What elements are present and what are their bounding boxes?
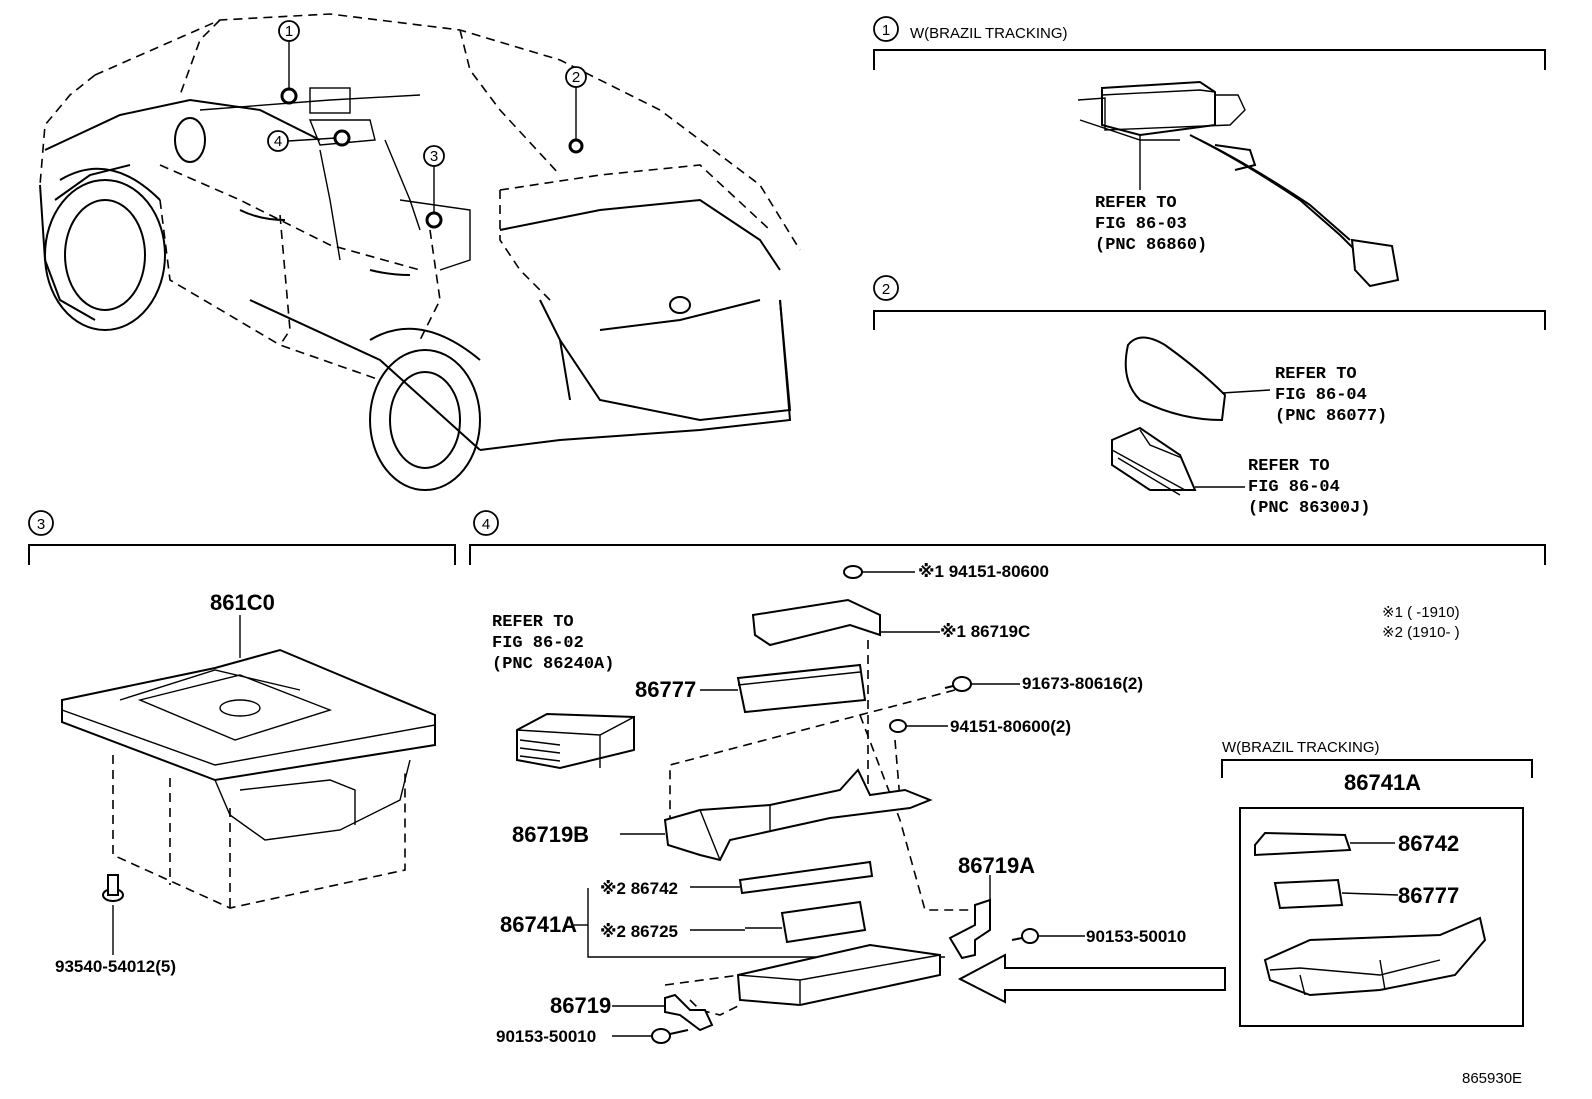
base-unit-drawing xyxy=(736,943,941,1007)
section-1-title: W(BRAZIL TRACKING) xyxy=(910,25,1068,42)
part-93540-54012: 93540-54012(5) xyxy=(55,957,176,976)
part-86719A: 86719A xyxy=(958,853,1035,878)
part-94151-80600-top: ※1 94151-80600 xyxy=(918,562,1049,581)
part-90153-50010-right: 90153-50010 xyxy=(1086,927,1186,946)
inset-title: W(BRAZIL TRACKING) xyxy=(1222,739,1380,756)
figure-code: 865930E xyxy=(1462,1070,1522,1087)
part-86742: ※2 86742 xyxy=(600,879,678,898)
part-91673-80616: 91673-80616(2) xyxy=(1022,674,1143,693)
part-86741A: 86741A xyxy=(500,912,577,937)
bolt-drawing xyxy=(102,874,124,902)
marker-1-label: 1 xyxy=(285,23,293,40)
amplifier-drawing xyxy=(516,712,635,770)
section-1-refer-3: (PNC 86860) xyxy=(1095,236,1207,255)
note-2: ※2 (1910- ) xyxy=(1382,624,1460,641)
section-2-refer-b-3: (PNC 86300J) xyxy=(1248,499,1370,518)
bracket-86719-drawing xyxy=(664,993,714,1032)
bracket-86719C-drawing xyxy=(751,598,881,647)
vehicle-overview xyxy=(39,13,801,491)
location-markers: 1 2 3 4 xyxy=(267,20,587,229)
inset-part-86742: 86742 xyxy=(1398,831,1459,856)
install-arrow xyxy=(957,953,1226,1004)
section-2-refer-a-1: REFER TO xyxy=(1275,365,1357,384)
antenna-base-drawing xyxy=(1111,426,1197,491)
inset-part-86741A: 86741A xyxy=(1344,770,1421,795)
cover-86742-drawing xyxy=(738,860,874,895)
inset-brazil-tracking: W(BRAZIL TRACKING) 86741A 86742 86777 xyxy=(1221,739,1533,1027)
bracket-86719B-drawing xyxy=(663,768,933,862)
section-4-marker: 4 xyxy=(482,516,490,533)
section-4-refer-1: REFER TO xyxy=(492,613,574,632)
tracking-module-drawing xyxy=(1077,80,1400,288)
module-86777-drawing xyxy=(736,663,867,714)
section-2-refer-b-2: FIG 86-04 xyxy=(1248,478,1340,497)
section-4-refer-2: FIG 86-02 xyxy=(492,634,584,653)
note-1: ※1 ( -1910) xyxy=(1382,604,1460,621)
location-dot-2 xyxy=(568,138,584,154)
part-86725-drawing xyxy=(780,900,867,944)
inset-part-86777: 86777 xyxy=(1398,883,1459,908)
section-4: 4 REFER TO FIG 86-02 (PNC 86240A) ※1 ( -… xyxy=(469,510,1546,1087)
section-1-marker: 1 xyxy=(882,22,890,39)
marker-3-label: 3 xyxy=(430,148,438,165)
antenna-cover-drawing xyxy=(1124,336,1227,422)
part-90153-50010-bottom: 90153-50010 xyxy=(496,1027,596,1046)
section-2-refer-a-3: (PNC 86077) xyxy=(1275,407,1387,426)
section-3-marker: 3 xyxy=(37,516,45,533)
section-1-refer-1: REFER TO xyxy=(1095,194,1177,213)
section-3: 3 861C0 93540-54012(5) xyxy=(28,510,456,976)
section-2: 2 REFER TO FIG 86-04 (PNC 86077) REFER T… xyxy=(873,275,1546,518)
bracket-86719A-drawing xyxy=(948,898,991,960)
bolt-90153-bottom-drawing xyxy=(651,1028,689,1044)
section-2-marker: 2 xyxy=(882,281,890,298)
inset-module-drawing xyxy=(1273,878,1344,910)
section-2-refer-a-2: FIG 86-04 xyxy=(1275,386,1367,405)
inset-frame xyxy=(1239,807,1524,1027)
section-1: 1 W(BRAZIL TRACKING) REFER TO FIG 86-03 … xyxy=(873,16,1546,288)
inset-base-drawing xyxy=(1263,916,1487,997)
location-dot-4 xyxy=(333,129,351,147)
part-86719: 86719 xyxy=(550,993,611,1018)
section-4-refer-3: (PNC 86240A) xyxy=(492,655,614,674)
tray-drawing xyxy=(61,648,436,841)
part-86725: ※2 86725 xyxy=(600,922,678,941)
part-86719C: ※1 86719C xyxy=(940,622,1030,641)
marker-4-label: 4 xyxy=(274,133,282,150)
inset-cover-drawing xyxy=(1254,831,1352,857)
location-dot-3 xyxy=(425,211,443,229)
bolt-91673-drawing xyxy=(944,676,972,692)
part-861C0: 861C0 xyxy=(210,590,275,615)
section-2-refer-b-1: REFER TO xyxy=(1248,457,1330,476)
part-86719B: 86719B xyxy=(512,822,589,847)
part-86777: 86777 xyxy=(635,677,696,702)
part-94151-80600-2: 94151-80600(2) xyxy=(950,717,1071,736)
section-1-refer-2: FIG 86-03 xyxy=(1095,215,1187,234)
location-dot-1 xyxy=(280,87,298,105)
bolt-90153-right-drawing xyxy=(1011,928,1039,944)
marker-2-label: 2 xyxy=(572,69,580,86)
